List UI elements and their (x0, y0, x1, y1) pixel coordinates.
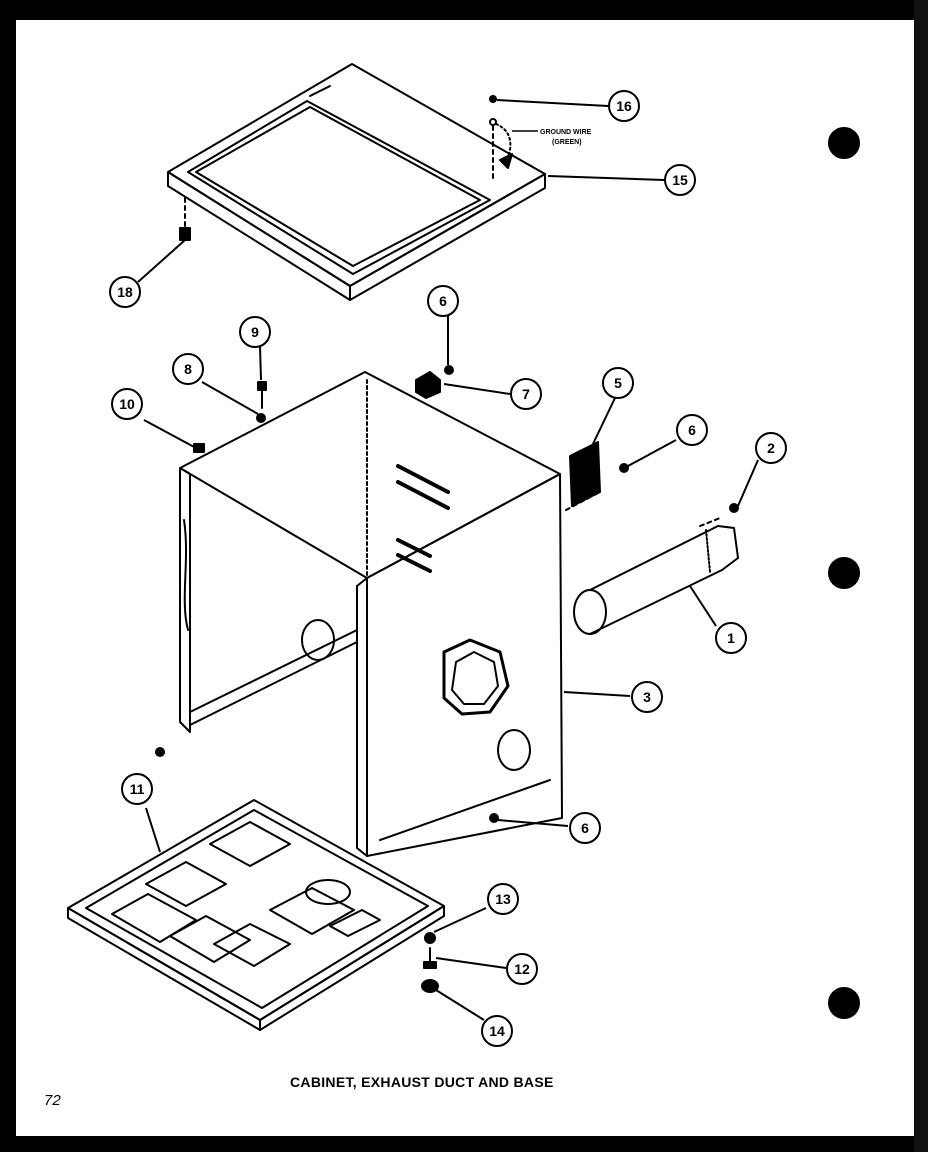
callout-label-3: 3 (643, 689, 651, 705)
callout-label-15: 15 (672, 172, 688, 188)
callout-18 (109, 276, 141, 308)
callout-label-9: 9 (251, 324, 259, 340)
ground-wire-color-label: (GREEN) (552, 139, 582, 146)
scan-border-left (0, 0, 16, 1152)
callout-label-16: 16 (616, 98, 632, 114)
callout-label-5: 5 (614, 375, 622, 391)
page-number: 72 (44, 1092, 61, 1109)
screw-part (729, 503, 739, 513)
callout-5 (602, 367, 634, 399)
callout-3 (631, 681, 663, 713)
scan-border-top (0, 0, 928, 20)
callout-1 (715, 622, 747, 654)
screw-part (155, 747, 165, 757)
callout-label-2: 2 (767, 440, 775, 456)
callout-label-14: 14 (489, 1023, 505, 1039)
callout-12 (506, 953, 538, 985)
screw-part (619, 463, 629, 473)
callout-10 (111, 388, 143, 420)
callout-6 (676, 414, 708, 446)
scan-border-right (914, 0, 928, 1152)
callout-13 (487, 883, 519, 915)
screw-part (257, 381, 267, 409)
callout-label-6: 6 (439, 293, 447, 309)
binder-hole (828, 127, 860, 159)
callout-7 (510, 378, 542, 410)
callout-14 (481, 1015, 513, 1047)
callout-2 (755, 432, 787, 464)
callout-label-18: 18 (117, 284, 133, 300)
top-panel (167, 63, 546, 301)
diagram-caption: CABINET, EXHAUST DUCT AND BASE (290, 1074, 554, 1090)
callout-label-7: 7 (522, 386, 530, 402)
callout-6 (427, 285, 459, 317)
callout-9 (239, 316, 271, 348)
screw-part (489, 813, 499, 823)
callout-label-10: 10 (119, 396, 135, 412)
ground-screw-part (489, 95, 513, 179)
base-panel (67, 799, 445, 1031)
callout-label-6: 6 (688, 422, 696, 438)
callout-15 (664, 164, 696, 196)
duct-bracket-part (565, 441, 601, 511)
clip-part (256, 413, 266, 423)
leader-lines (137, 99, 759, 1021)
callout-8 (172, 353, 204, 385)
callout-16 (608, 90, 640, 122)
callout-11 (121, 773, 153, 805)
callout-label-11: 11 (130, 781, 145, 797)
scan-border-bottom (0, 1136, 928, 1152)
callout-6 (569, 812, 601, 844)
drawing-sheet (16, 20, 914, 1136)
callout-label-8: 8 (184, 361, 192, 377)
callout-label-12: 12 (514, 961, 530, 977)
bracket-part (415, 371, 441, 399)
leveling-leg-parts (421, 932, 439, 993)
cabinet (179, 371, 563, 857)
callout-label-1: 1 (727, 630, 735, 646)
binder-hole (828, 557, 860, 589)
exhaust-duct (573, 517, 739, 635)
callout-label-6: 6 (581, 820, 589, 836)
callout-label-13: 13 (495, 891, 511, 907)
ground-wire-label: GROUND WIRE (540, 129, 592, 136)
binder-hole (828, 987, 860, 1019)
screw-part (444, 365, 454, 375)
top-screw-part (179, 197, 191, 241)
